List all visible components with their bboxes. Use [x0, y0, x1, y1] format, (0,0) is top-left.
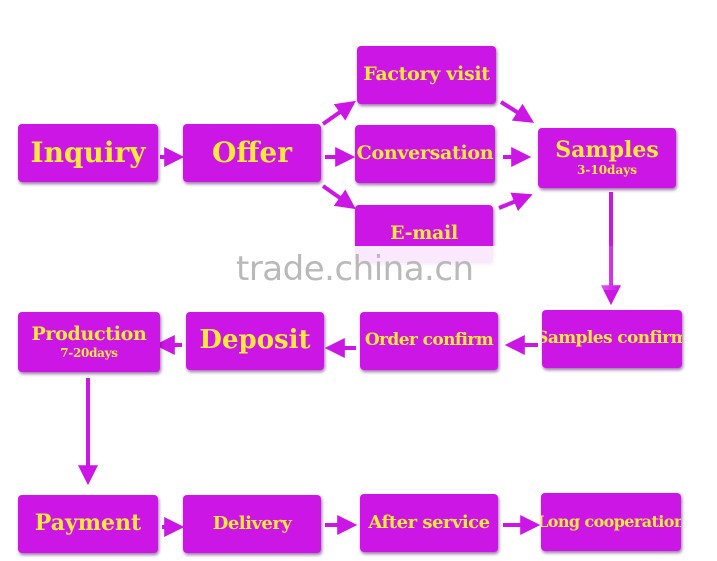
- watermark-text: trade.china.cn: [236, 249, 474, 289]
- arrow-factory-visit-samples: [499, 100, 535, 123]
- step-samples-duration: 3-10days: [577, 163, 637, 178]
- step-production-label: Production: [31, 322, 147, 345]
- step-order-confirm-label: Order confirm: [364, 330, 494, 351]
- step-after-service-label: After service: [368, 511, 490, 533]
- step-after-service: After service: [360, 494, 498, 552]
- step-conversation-label: Conversation: [356, 142, 494, 165]
- step-delivery: Delivery: [183, 495, 321, 553]
- step-samples-label: Samples: [555, 137, 659, 164]
- step-samples: Samples 3-10days: [538, 128, 676, 188]
- step-conversation: Conversation: [355, 125, 495, 183]
- step-factory-visit-label: Factory visit: [363, 63, 490, 86]
- arrow-email-samples: [498, 192, 533, 212]
- step-payment: Payment: [18, 495, 158, 553]
- step-offer-label: Offer: [212, 136, 292, 170]
- step-factory-visit: Factory visit: [357, 46, 496, 104]
- step-samples-confirm: Samples confirm: [542, 310, 682, 368]
- step-production-duration: 7-20days: [60, 345, 118, 360]
- step-inquiry: Inquiry: [18, 124, 158, 182]
- step-production: Production 7-20days: [18, 312, 160, 372]
- step-long-cooperation: Long cooperation: [541, 493, 681, 551]
- step-delivery-label: Delivery: [212, 512, 292, 534]
- step-email-label: E-mail: [390, 222, 458, 245]
- step-offer: Offer: [183, 124, 321, 182]
- step-samples-confirm-label: Samples confirm: [542, 328, 682, 349]
- arrow-offer-email: [321, 184, 356, 210]
- step-inquiry-label: Inquiry: [30, 136, 146, 170]
- step-payment-label: Payment: [34, 510, 142, 537]
- step-deposit-label: Deposit: [199, 325, 311, 356]
- step-deposit: Deposit: [186, 312, 324, 370]
- step-long-cooperation-label: Long cooperation: [541, 511, 681, 531]
- step-order-confirm: Order confirm: [360, 312, 498, 370]
- watermark-band: [200, 246, 620, 290]
- arrow-offer-factory-visit: [321, 100, 356, 126]
